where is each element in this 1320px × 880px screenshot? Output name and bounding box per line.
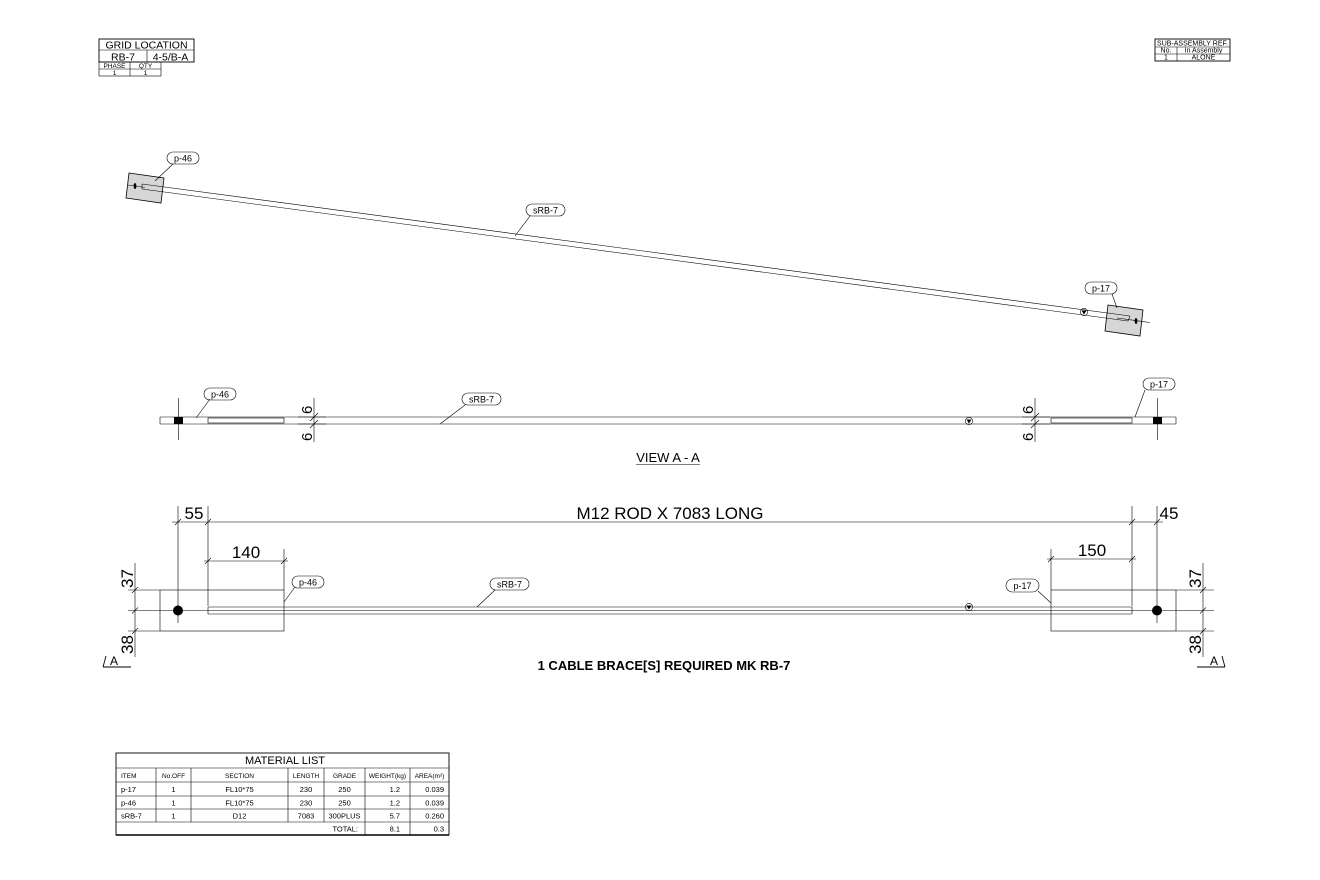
svg-text:1: 1 [171, 799, 175, 808]
isometric-view: p-46 sRB-7 p-17 [125, 151, 1151, 337]
svg-text:TOTAL:: TOTAL: [332, 825, 358, 834]
dim-left-bottom: 38 [118, 635, 137, 654]
phase-value: 1 [113, 70, 117, 77]
svg-text:p-46: p-46 [121, 799, 136, 808]
svg-text:300PLUS: 300PLUS [328, 812, 360, 821]
elevation-view: 55 45 M12 ROD X 7083 LONG 140 150 37 38 … [102, 504, 1226, 673]
svg-text:0.039: 0.039 [425, 785, 444, 794]
svg-text:sRB-7: sRB-7 [497, 580, 522, 590]
sub-assembly-ref-box: SUB-ASSEMBLY REF. No. In Assembly 1 ALON… [1154, 38, 1231, 62]
svg-text:A: A [110, 654, 118, 668]
dim-right-end: 45 [1160, 504, 1179, 523]
svg-text:SECTION: SECTION [225, 773, 254, 780]
svg-text:GRADE: GRADE [333, 773, 357, 780]
svg-text:ITEM: ITEM [121, 773, 137, 780]
svg-text:7083: 7083 [298, 812, 315, 821]
view-title: VIEW A - A [636, 450, 700, 465]
material-list: MATERIAL LIST ITEM No.OFF SECTION LENGTH… [115, 752, 450, 836]
dim-right-bottom: 38 [1186, 635, 1205, 654]
phase-label: PHASE [103, 63, 126, 70]
required-note: 1 CABLE BRACE[S] REQUIRED MK RB-7 [538, 658, 791, 673]
svg-text:p-17: p-17 [1013, 581, 1031, 591]
material-list-header: ITEM No.OFF SECTION LENGTH GRADE WEIGHT(… [121, 773, 444, 780]
svg-text:250: 250 [338, 799, 351, 808]
svg-text:p-17: p-17 [1092, 284, 1110, 294]
svg-text:p-17: p-17 [1150, 380, 1168, 390]
material-list-title: MATERIAL LIST [245, 755, 325, 767]
grid-reference: 4-5/B-A [153, 52, 189, 64]
grid-mark: RB-7 [111, 52, 135, 64]
sub-assembly-no-label: No. [1161, 48, 1172, 55]
svg-text:FL10*75: FL10*75 [225, 799, 253, 808]
tag-p46-iso: p-46 [166, 151, 200, 165]
table-row: p-46 1 FL10*75 230 250 1.2 0.039 [121, 799, 444, 808]
svg-text:230: 230 [300, 785, 313, 794]
grid-location-box: GRID LOCATION RB-7 4-5/B-A PHASE QTY 1 1 [98, 38, 195, 77]
tag-srb7-view: sRB-7 [461, 392, 502, 406]
section-marker-right: A [1197, 654, 1226, 668]
sub-assembly-no: 1 [1164, 55, 1168, 62]
svg-text:WEIGHT(kg): WEIGHT(kg) [369, 773, 406, 780]
dim-view-left-bottom: 6 [299, 433, 316, 441]
tag-p17-iso: p-17 [1084, 281, 1118, 295]
svg-text:D12: D12 [233, 812, 247, 821]
svg-text:p-46: p-46 [299, 578, 317, 588]
svg-text:sRB-7: sRB-7 [121, 812, 142, 821]
svg-text:0.3: 0.3 [434, 825, 444, 834]
dim-left-end: 55 [185, 504, 204, 523]
dim-view-right-bottom: 6 [1020, 433, 1037, 441]
tag-srb7-elev: sRB-7 [489, 577, 530, 591]
svg-text:p-46: p-46 [174, 154, 192, 164]
tag-p46-view: p-46 [203, 387, 237, 401]
sub-assembly-title: SUB-ASSEMBLY REF. [1157, 41, 1228, 48]
svg-text:1.2: 1.2 [390, 785, 400, 794]
tag-p17-elev: p-17 [1005, 578, 1040, 593]
dim-right-plate: 150 [1078, 541, 1106, 560]
tag-p46-elev: p-46 [291, 575, 325, 589]
svg-text:8.1: 8.1 [390, 825, 400, 834]
qty-label: QTY [139, 63, 153, 70]
svg-text:FL10*75: FL10*75 [225, 785, 253, 794]
dim-view-left-top: 6 [299, 406, 316, 414]
rod-label: M12 ROD X 7083 LONG [576, 504, 763, 523]
section-marker-left: A [102, 654, 131, 668]
dim-left-top: 37 [118, 569, 137, 588]
svg-text:250: 250 [338, 785, 351, 794]
table-row: p-17 1 FL10*75 230 250 1.2 0.039 [121, 785, 444, 794]
table-total-row: TOTAL: 8.1 0.3 [332, 825, 444, 834]
table-row: sRB-7 1 D12 7083 300PLUS 5.7 0.260 [121, 812, 444, 821]
svg-text:1: 1 [171, 812, 175, 821]
dim-view-right-top: 6 [1020, 406, 1037, 414]
qty-value: 1 [144, 70, 148, 77]
svg-text:5.7: 5.7 [390, 812, 400, 821]
dim-right-top: 37 [1186, 569, 1205, 588]
svg-text:sRB-7: sRB-7 [469, 395, 494, 405]
svg-text:p-17: p-17 [121, 785, 136, 794]
plate-p46-iso [125, 172, 165, 204]
grid-location-title: GRID LOCATION [105, 40, 187, 52]
svg-text:A: A [1210, 654, 1218, 668]
sub-assembly-in-label: In Assembly [1185, 48, 1223, 55]
svg-text:LENGTH: LENGTH [293, 773, 320, 780]
tag-srb7-iso: sRB-7 [525, 203, 566, 217]
svg-text:230: 230 [300, 799, 313, 808]
svg-text:1.2: 1.2 [390, 799, 400, 808]
svg-text:AREA(m²): AREA(m²) [415, 773, 445, 780]
dim-left-plate: 140 [232, 543, 260, 562]
svg-text:0.039: 0.039 [425, 799, 444, 808]
svg-text:0.260: 0.260 [425, 812, 444, 821]
svg-text:No.OFF: No.OFF [162, 773, 185, 780]
tag-p17-view: p-17 [1142, 377, 1176, 391]
sub-assembly-value: ALONE [1192, 55, 1216, 62]
svg-text:1: 1 [171, 785, 175, 794]
svg-text:sRB-7: sRB-7 [533, 206, 558, 216]
svg-text:p-46: p-46 [211, 390, 229, 400]
view-a-a: 6 6 6 6 p-46 sRB-7 p-17 VIEW A - A [159, 377, 1177, 465]
